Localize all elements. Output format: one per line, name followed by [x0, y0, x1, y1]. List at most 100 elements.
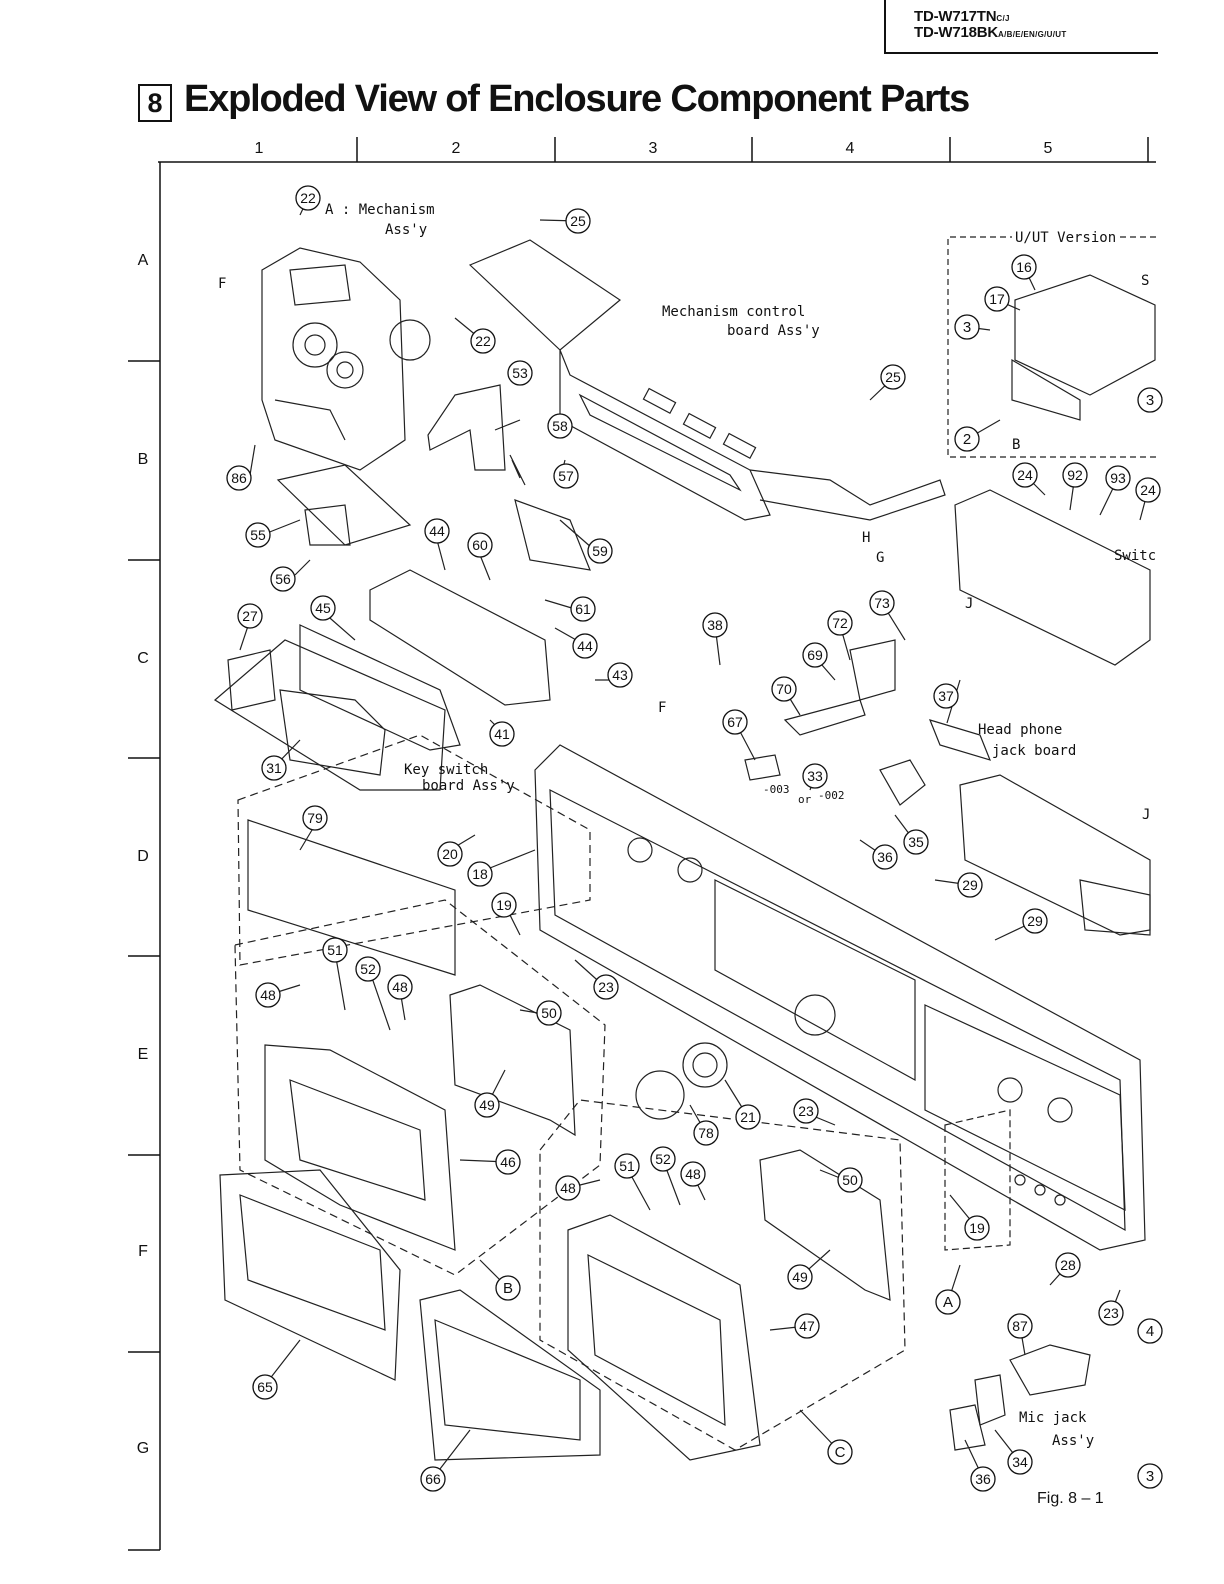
- callout-circle: [1062, 462, 1088, 488]
- callout-23-70: 23: [1098, 1300, 1124, 1326]
- callout-circle: [954, 426, 980, 452]
- callout-number: 28: [1060, 1257, 1076, 1273]
- callout-circle: [261, 755, 287, 781]
- figure-label: Fig. 8 – 1: [1037, 1490, 1104, 1507]
- row-label-b: B: [137, 451, 149, 468]
- callout-circle: [1007, 1313, 1033, 1339]
- callout-51-24: 51: [322, 937, 348, 963]
- callout-number: 50: [541, 1005, 557, 1021]
- model-suffix-2: A/B/E/EN/G/U/UT: [998, 30, 1067, 39]
- callout-number: 48: [260, 987, 276, 1003]
- callout-circle: [302, 805, 328, 831]
- callout-36-52: 36: [872, 844, 898, 870]
- callout-B-33: B: [495, 1275, 521, 1301]
- callout-number: 87: [1012, 1318, 1028, 1334]
- callout-number: 53: [512, 365, 528, 381]
- callout-circle: [310, 595, 336, 621]
- callout-60-10: 60: [467, 532, 493, 558]
- callout-circle: [565, 208, 591, 234]
- callout-number: 50: [842, 1172, 858, 1188]
- callout-circle: [295, 185, 321, 211]
- callout-number: 48: [685, 1166, 701, 1182]
- callout-circle: [607, 662, 633, 688]
- callout-number: 3: [1146, 1468, 1154, 1485]
- callout-circle: [1012, 462, 1038, 488]
- callout-circle: [827, 1439, 853, 1465]
- callout-78-42: 78: [693, 1120, 719, 1146]
- callout-number: 37: [938, 688, 954, 704]
- callout-number: 23: [598, 979, 614, 995]
- callout-circle: [572, 633, 598, 659]
- callout-number: 56: [275, 571, 291, 587]
- callout-circle: [827, 610, 853, 636]
- model-name-1: TD-W717TN: [914, 8, 997, 25]
- callout-50-38: 50: [837, 1167, 863, 1193]
- callout-circle: [869, 590, 895, 616]
- callout-61-12: 61: [570, 596, 596, 622]
- callout-49-39: 49: [787, 1264, 813, 1290]
- callout-number: 29: [962, 877, 978, 893]
- callout-circle: [1011, 254, 1037, 280]
- callout-number: 49: [792, 1269, 808, 1285]
- callout-56-8: 56: [270, 566, 296, 592]
- callout-number: 58: [552, 418, 568, 434]
- callout-number: C: [835, 1444, 846, 1461]
- callout-number: 51: [619, 1158, 635, 1174]
- letter-f-mid: F: [658, 700, 667, 716]
- callout-number: 51: [327, 942, 343, 958]
- callout-circle: [787, 1264, 813, 1290]
- callout-3-61: 3: [1137, 387, 1163, 413]
- callout-number: 44: [429, 523, 445, 539]
- callout-circle: [1105, 465, 1131, 491]
- annotation-mic-jack-2: Ass'y: [1052, 1433, 1095, 1449]
- callout-circle: [935, 1289, 961, 1315]
- callout-66-32: 66: [420, 1466, 446, 1492]
- callout-65-31: 65: [252, 1374, 278, 1400]
- callout-number: 48: [560, 1180, 576, 1196]
- callout-circle: [467, 861, 493, 887]
- callout-circle: [903, 829, 929, 855]
- callout-number: 69: [807, 647, 823, 663]
- callout-circle: [489, 721, 515, 747]
- callout-circle: [722, 709, 748, 735]
- callout-circle: [491, 892, 517, 918]
- callout-79-19: 79: [302, 805, 328, 831]
- callout-2-62: 2: [954, 426, 980, 452]
- callout-21-43: 21: [735, 1104, 761, 1130]
- model-name-2: TD-W718BK: [914, 24, 999, 41]
- callout-number: 23: [1103, 1305, 1119, 1321]
- callout-circle: [226, 465, 252, 491]
- column-label-4: 4: [845, 140, 855, 157]
- callout-number: 52: [360, 961, 376, 977]
- callout-number: 34: [1012, 1454, 1028, 1470]
- callout-circle: [693, 1120, 719, 1146]
- callout-number: 4: [1146, 1323, 1154, 1340]
- callout-37-54: 37: [933, 683, 959, 709]
- letter-b: B: [1012, 437, 1021, 453]
- callout-circle: [957, 872, 983, 898]
- callout-circle: [771, 676, 797, 702]
- callout-28-69: 28: [1055, 1252, 1081, 1278]
- callout-number: 20: [442, 846, 458, 862]
- callout-circle: [470, 328, 496, 354]
- callout-52-35: 52: [650, 1146, 676, 1172]
- row-label-a: A: [137, 252, 149, 269]
- callout-number: 3: [1146, 392, 1154, 409]
- row-label-g: G: [136, 1440, 150, 1457]
- callout-36-73: 36: [970, 1466, 996, 1492]
- section-number: 8: [138, 84, 172, 122]
- callout-number: 24: [1017, 467, 1033, 483]
- callout-24-63: 24: [1012, 462, 1038, 488]
- callout-circle: [1022, 908, 1048, 934]
- callout-86-6: 86: [226, 465, 252, 491]
- callout-59-11: 59: [587, 538, 613, 564]
- callout-number: 48: [392, 979, 408, 995]
- column-label-1: 1: [254, 140, 264, 157]
- callout-44-9: 44: [424, 518, 450, 544]
- annotation-head-phone-1: Head phone: [978, 722, 1063, 738]
- annotation-sc-cut: S: [1141, 273, 1150, 289]
- callout-circle: [1137, 387, 1163, 413]
- callout-circle: [1135, 477, 1161, 503]
- column-label-5: 5: [1043, 140, 1053, 157]
- model-line-2: TD-W718BKA/B/E/EN/G/U/UT: [914, 24, 1067, 41]
